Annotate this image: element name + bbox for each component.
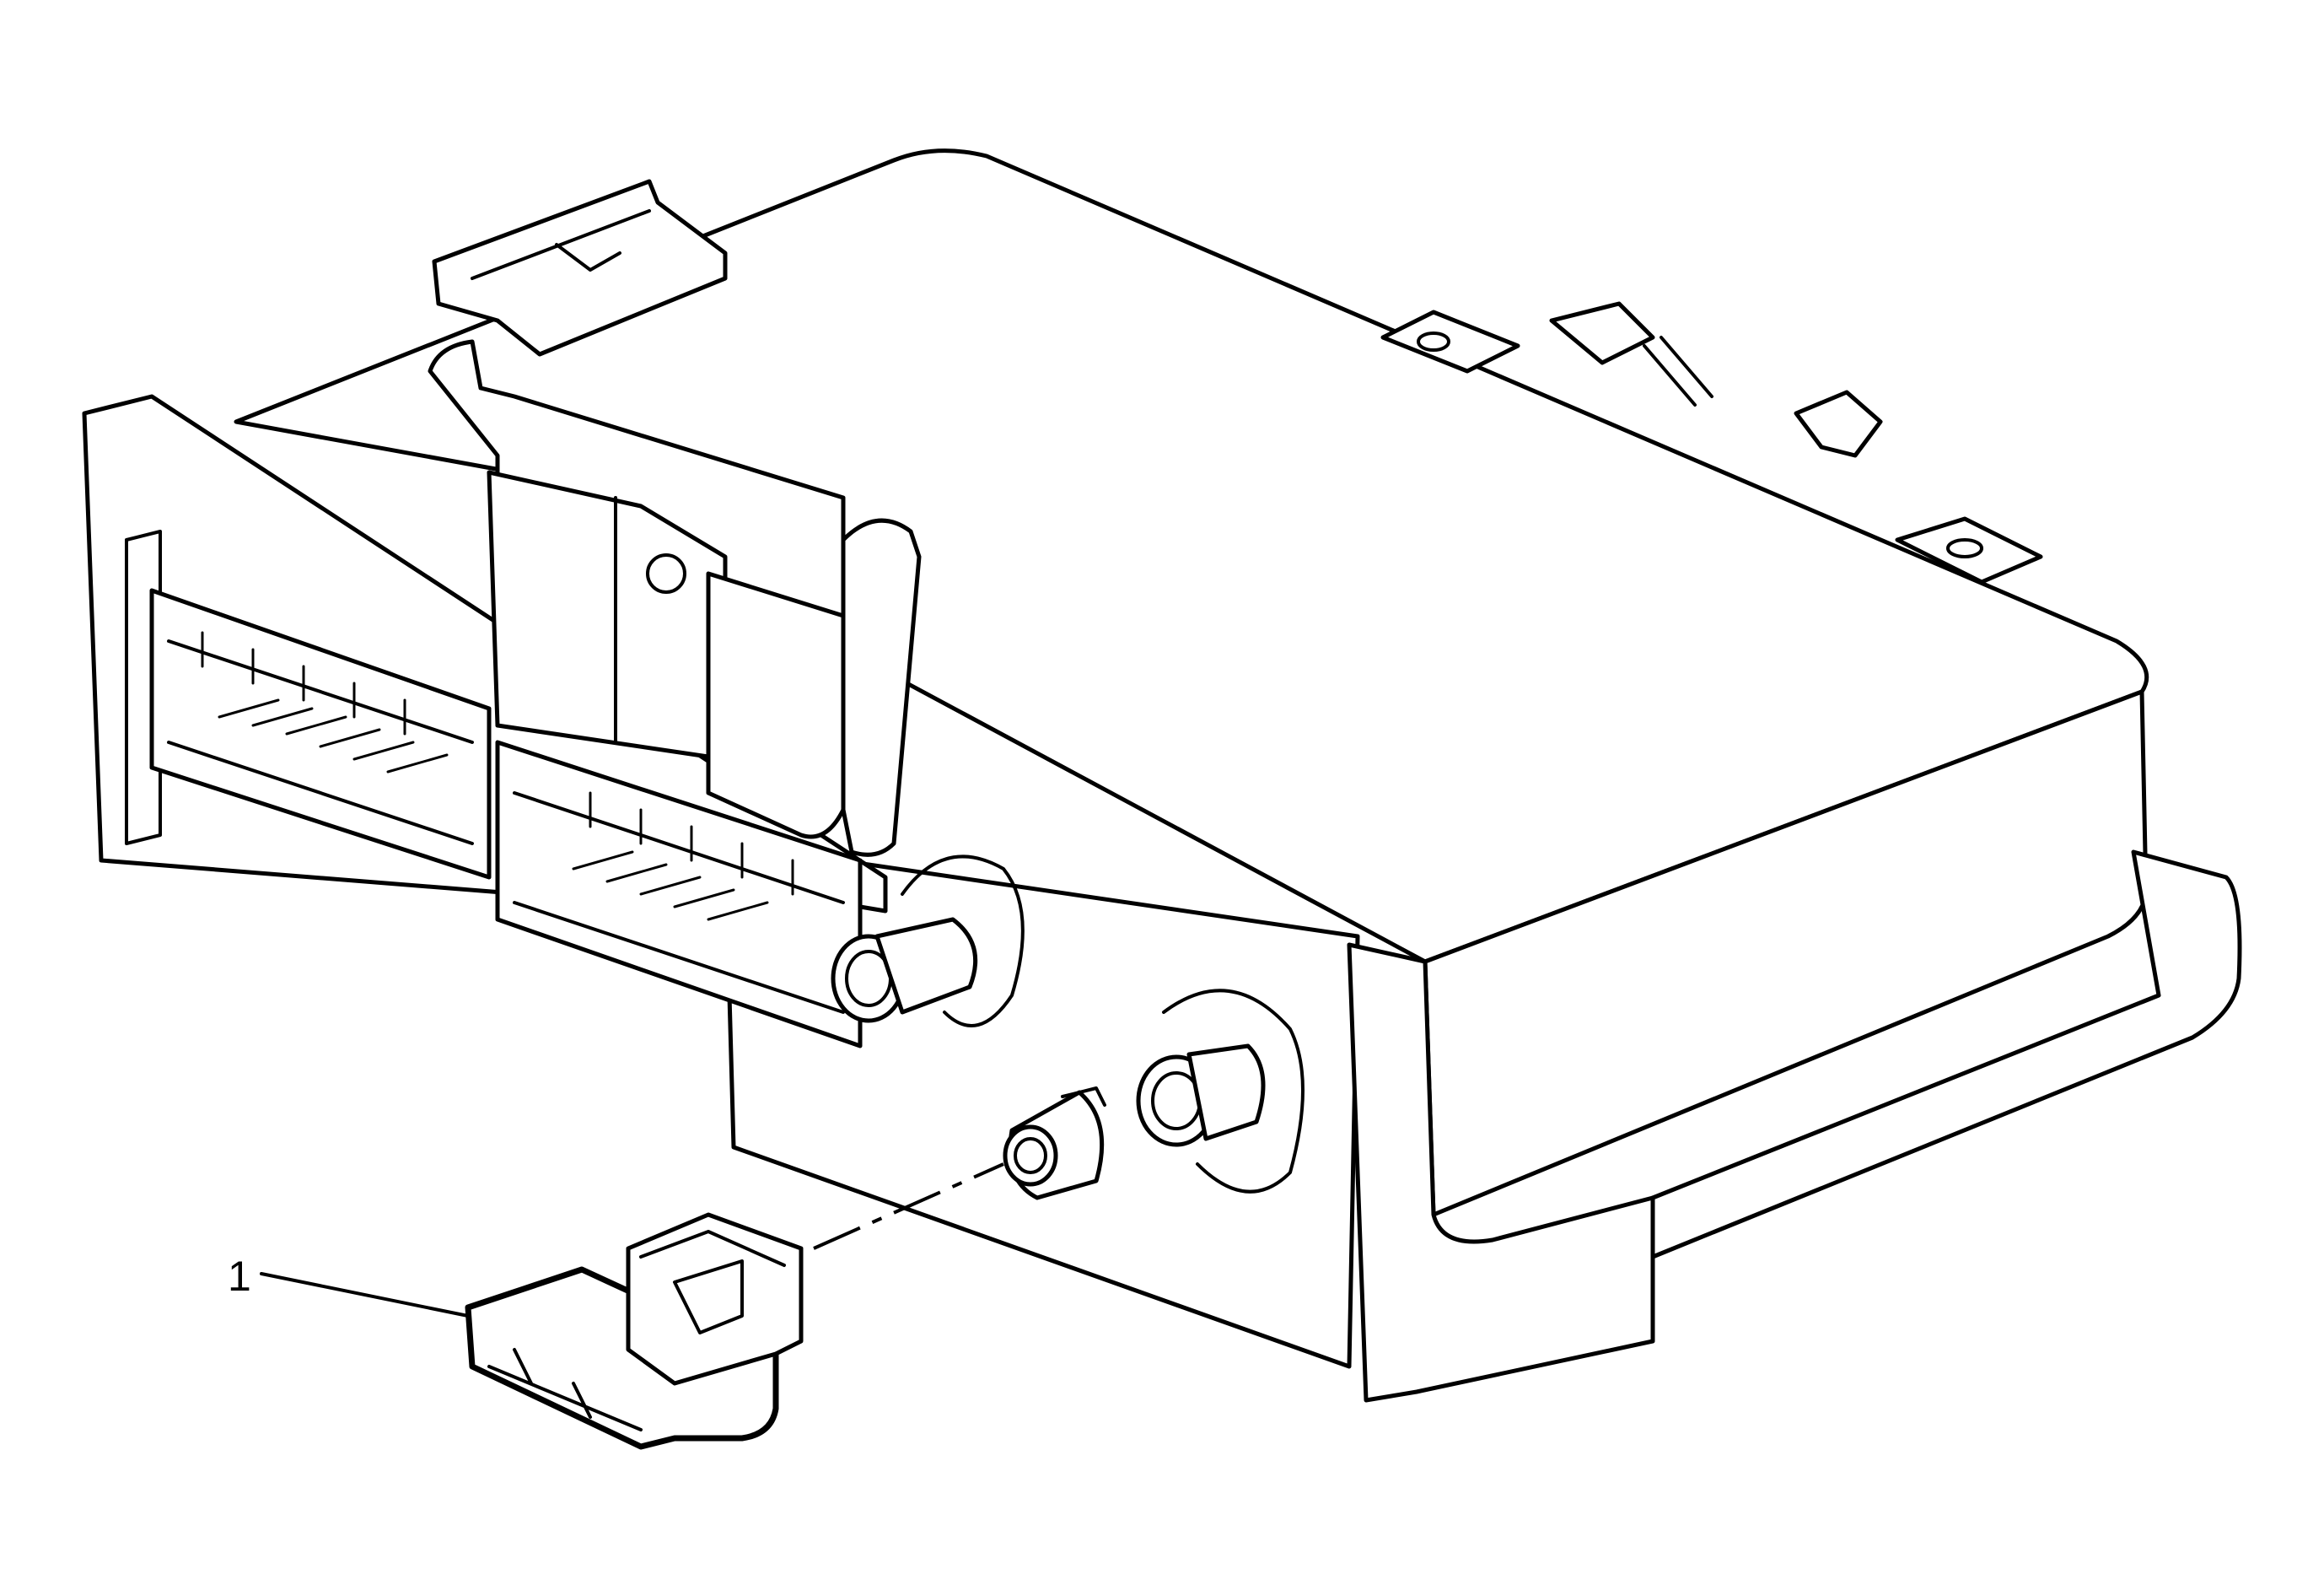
housing-top-lid xyxy=(234,148,2149,964)
rear-latches xyxy=(432,179,2043,585)
rear-mount-tab-2 xyxy=(1895,516,2043,585)
module-housing xyxy=(82,148,2242,1403)
harness-connector-left xyxy=(149,588,492,880)
rear-latch-left xyxy=(432,179,728,357)
callout-1-label: 1 xyxy=(228,1253,251,1300)
rear-latch-right-a xyxy=(1549,301,1655,365)
harness-connector-right xyxy=(495,740,863,1048)
callout-1-leader xyxy=(260,1272,470,1318)
coax-receptacle-upper xyxy=(831,854,1025,1027)
coax-plug xyxy=(1003,1086,1106,1200)
coax-receptacle-lower xyxy=(1136,989,1305,1194)
connector-retainer-clip xyxy=(428,339,922,857)
alignment-centerline xyxy=(813,1162,1004,1250)
removed-connector-component xyxy=(465,1212,804,1450)
housing-front-corner xyxy=(1347,942,1655,1403)
housing-base-flange xyxy=(1650,849,2242,1259)
rear-latch-right-b xyxy=(1794,390,1883,458)
